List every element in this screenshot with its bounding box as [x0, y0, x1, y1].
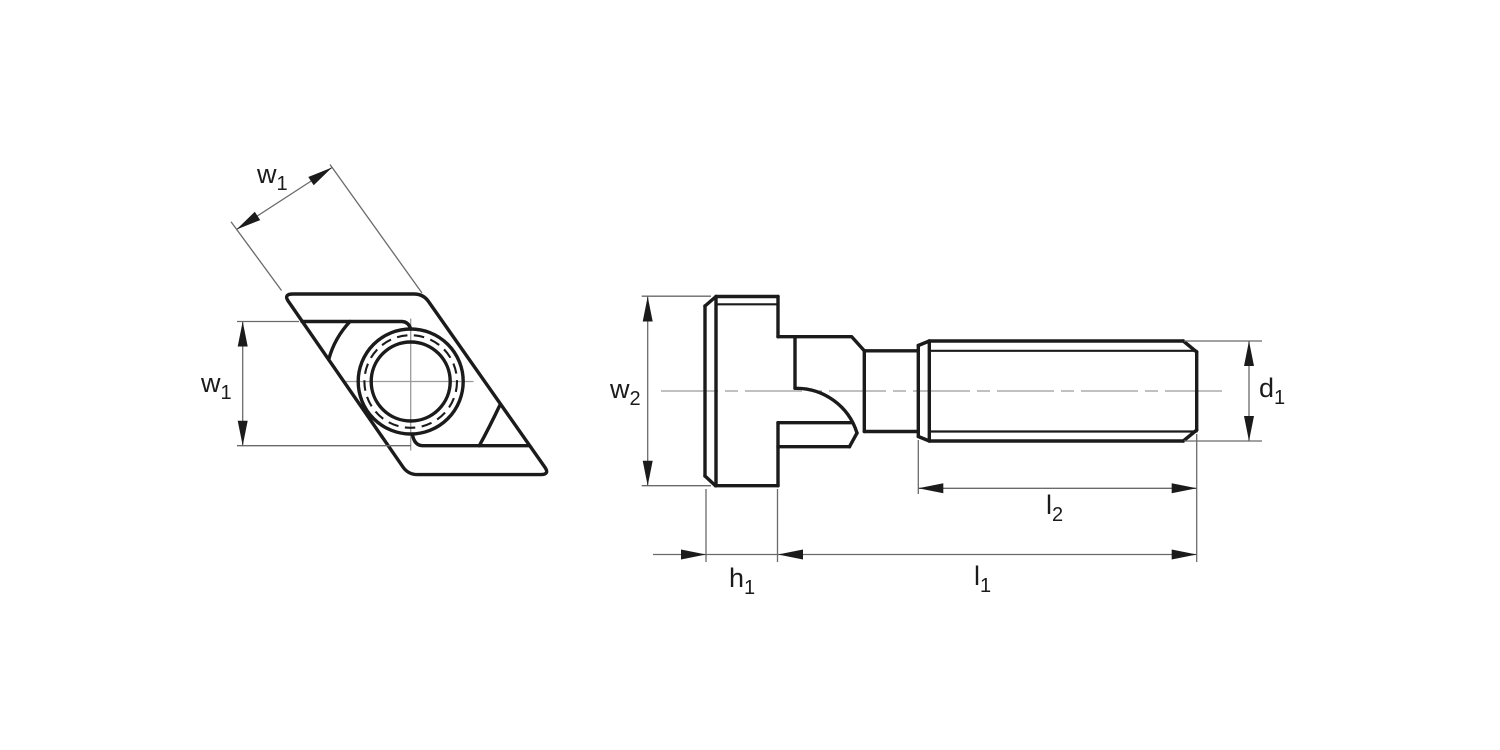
- dimension-w2: w2: [609, 295, 711, 487]
- boss-circle: [356, 327, 465, 436]
- dimensions: w1 w1 w2 h1: [200, 159, 1285, 599]
- dimension-w1-diagonal: w1: [230, 159, 423, 294]
- dim-label-l1: l1: [974, 561, 991, 597]
- wedge-fillet-arc-bottomright: [477, 402, 502, 448]
- l2-arrow-right: [1171, 483, 1197, 494]
- rhombus-head-outline: [284, 292, 549, 477]
- w1-diagonal-extension-right: [329, 164, 423, 294]
- recess-edge-top: [300, 319, 413, 331]
- l2-arrow-left: [918, 483, 944, 494]
- w1-diagonal-extension-left: [230, 221, 283, 291]
- wedge-chamfer: [847, 431, 859, 449]
- l1-arrow-left: [778, 549, 803, 560]
- w2-arrow-top: [642, 296, 653, 322]
- w2-arrow-bottom: [642, 460, 653, 486]
- w1-vertical-arrow-top: [237, 321, 248, 347]
- thread-start-chamfer-top: [916, 339, 931, 348]
- thread-start-chamfer-bottom: [916, 434, 931, 443]
- head-left-chamfer-top: [703, 294, 718, 308]
- dimension-h1-l1: h1 l1: [653, 434, 1198, 599]
- side-view-bolt: [661, 294, 1229, 488]
- dim-label-w1-vertical: w1: [200, 368, 232, 404]
- head-left-chamfer-bottom: [703, 474, 718, 488]
- front-view-rhombus-head: [284, 292, 549, 477]
- d1-arrow-top: [1244, 341, 1254, 366]
- thread-pitch-circle-dashed: [363, 334, 459, 429]
- neck-top-step: [776, 335, 866, 353]
- recess-edge-bottom: [410, 432, 531, 448]
- wedge-fillet-arc: [793, 386, 859, 435]
- w1-diagonal-arrow-lower: [236, 211, 261, 230]
- w1-vertical-arrow-bottom: [237, 420, 248, 446]
- l1-arrow-right: [1171, 549, 1197, 560]
- dim-label-l2: l2: [1046, 490, 1063, 526]
- dim-label-w1-diagonal: w1: [256, 159, 288, 195]
- wedge-fillet-arc-topleft: [327, 319, 352, 362]
- d1-arrow-bottom: [1244, 416, 1254, 441]
- h1-arrow: [681, 549, 706, 560]
- dim-label-h1: h1: [729, 563, 755, 599]
- dimension-l2: l2: [917, 440, 1197, 526]
- bore-circle: [369, 340, 452, 423]
- dim-label-w2: w2: [609, 374, 641, 410]
- w1-diagonal-arrow-upper: [308, 167, 332, 186]
- dim-label-d1: d1: [1259, 373, 1285, 409]
- dimension-w1-vertical: w1: [200, 320, 411, 447]
- dimension-d1: d1: [1184, 340, 1285, 442]
